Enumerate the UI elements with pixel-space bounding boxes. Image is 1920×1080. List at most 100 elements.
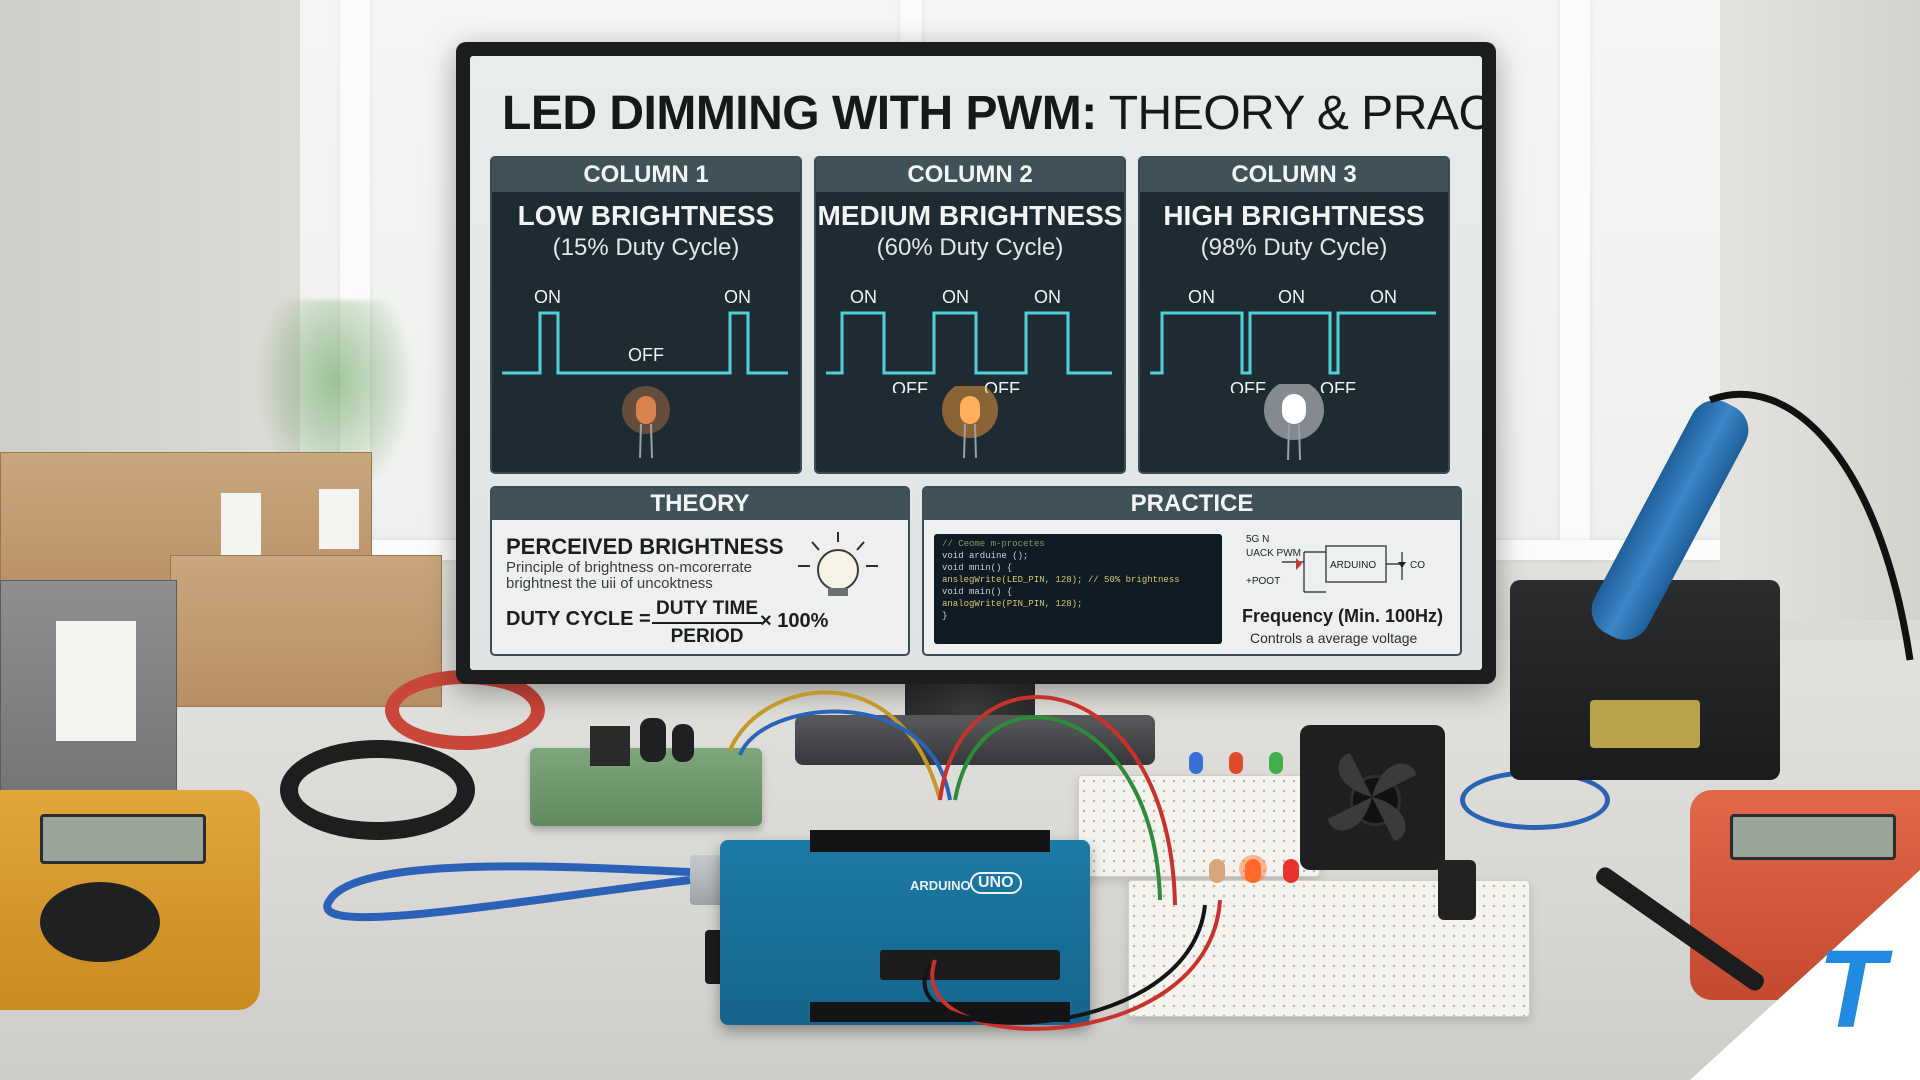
board-component <box>590 726 630 766</box>
theory-description: Principle of brightness on-mcorerrate br… <box>506 560 786 592</box>
on-label: ON <box>1034 287 1061 307</box>
potentiometer <box>1438 860 1476 920</box>
column-title: HIGH BRIGHTNESS <box>1163 200 1425 231</box>
multimeter-display <box>40 814 206 864</box>
slide-title: LED DIMMING WITH PWM: THEORY & PRACTICE <box>502 86 1482 146</box>
monitor: LED DIMMING WITH PWM: THEORY & PRACTICE … <box>456 42 1496 684</box>
breadboard-top <box>1078 775 1320 877</box>
column-header: COLUMN 2 <box>816 158 1124 192</box>
slide-title-bold: LED DIMMING WITH PWM: <box>502 87 1097 140</box>
box-label <box>221 493 261 563</box>
led-dim <box>1209 859 1225 883</box>
usb-cable <box>323 862 691 922</box>
column-duty-cycle: (98% Duty Cycle) <box>1200 234 1388 261</box>
wire-yellow <box>728 690 942 801</box>
wire-power-black <box>922 904 1207 1025</box>
led-bright <box>1283 859 1299 883</box>
wire-red <box>938 695 1177 906</box>
schematic-label: 5G N <box>1246 534 1269 545</box>
column-high: COLUMN 3 HIGH BRIGHTNESS (98% Duty Cycle… <box>1138 156 1450 474</box>
led-low <box>622 386 670 459</box>
column-header: COLUMN 3 <box>1140 158 1448 192</box>
formula-numerator: DUTY TIME <box>652 598 763 624</box>
arduino-logo: ARDUINO <box>910 878 971 893</box>
code-editor: // Ceome m-procetes void arduine (); voi… <box>934 534 1222 644</box>
soldering-sponge <box>1590 700 1700 748</box>
formula-multiplier: × 100% <box>760 610 829 632</box>
wire-blue <box>738 709 952 801</box>
practice-header: PRACTICE <box>924 488 1460 520</box>
multimeter-left <box>0 790 260 1010</box>
pwm-trace <box>1150 311 1436 375</box>
frequency-title: Frequency (Min. 100Hz) <box>1242 606 1444 626</box>
arduino-uno-board: ARDUINO UNO <box>720 830 1090 1025</box>
led-high <box>1264 384 1324 461</box>
led-medium <box>942 386 998 459</box>
header-pins-bottom <box>810 1002 1070 1022</box>
frequency-subtitle: Controls a average voltage <box>1250 630 1418 646</box>
off-label: OFF <box>892 379 928 393</box>
window-mullion <box>1560 0 1590 560</box>
arduino-model: UNO <box>970 872 1022 894</box>
perceived-brightness-title: PERCEIVED BRIGHTNESS <box>506 534 784 559</box>
brand-badge: T <box>1690 870 1920 1080</box>
wall-right <box>1720 0 1920 620</box>
code-line: } <box>942 611 948 621</box>
formula-denominator: PERIOD <box>670 626 744 647</box>
pwm-trace <box>826 311 1112 375</box>
off-label: OFF <box>1320 379 1356 393</box>
code-line: // Ceome m-procetes <box>942 539 1045 549</box>
board-capacitor <box>672 724 694 762</box>
blue-led <box>1189 752 1203 774</box>
green-led <box>1269 752 1283 774</box>
code-line: analogWrite(PIN_PIN, 128); <box>942 599 1083 609</box>
on-label: ON <box>1278 287 1305 307</box>
header-pins-top <box>810 830 1050 852</box>
on-label: ON <box>1370 287 1397 307</box>
board-capacitor <box>640 718 666 762</box>
code-line: void mnin() { <box>942 563 1013 573</box>
on-label: ON <box>850 287 877 307</box>
wire-power-red <box>930 899 1222 1031</box>
microcontroller-chip <box>880 950 1060 980</box>
practice-panel: PRACTICE // Ceome m-procetes void arduin… <box>922 486 1462 656</box>
multimeter-dial <box>40 882 160 962</box>
on-label: ON <box>1188 287 1215 307</box>
wire-green <box>953 715 1162 901</box>
code-line: anslegWrite(LED_PIN, 128); // 50% bright… <box>942 575 1180 585</box>
brand-corner <box>1690 870 1920 1080</box>
theory-description-line: Principle of brightness on-mcorerrate <box>506 559 752 576</box>
component-box <box>0 580 177 822</box>
box-label <box>56 621 136 741</box>
brand-logo: T <box>1817 928 1885 1051</box>
pwm-trace <box>502 311 788 375</box>
led-medium <box>1245 859 1261 883</box>
breadboard-leds-bottom <box>1209 855 1299 883</box>
light-bulb-icon <box>798 532 878 596</box>
theory-panel: THEORY PERCEIVED BRIGHTNESS Principle of… <box>490 486 910 656</box>
column-duty-cycle: (15% Duty Cycle) <box>552 234 740 261</box>
column-low: COLUMN 1 LOW BRIGHTNESS (15% Duty Cycle)… <box>490 156 802 474</box>
on-label: ON <box>724 287 751 307</box>
cooling-fan <box>1300 725 1445 870</box>
theory-header: THEORY <box>492 488 908 520</box>
column-duty-cycle: (60% Duty Cycle) <box>876 234 1064 261</box>
red-led <box>1229 752 1243 774</box>
column-title: LOW BRIGHTNESS <box>517 200 775 231</box>
schematic-chip-label: ARDUINO <box>1330 560 1376 571</box>
off-label: OFF <box>628 345 664 365</box>
multimeter-display <box>1730 814 1896 860</box>
schematic-label: CO <box>1410 560 1425 571</box>
formula-fraction: DUTY TIME PERIOD <box>652 598 763 648</box>
pwm-waveform-medium: ON ON ON OFF OFF <box>826 287 1112 393</box>
code-line: void main() { <box>942 587 1013 597</box>
column-medium: COLUMN 2 MEDIUM BRIGHTNESS (60% Duty Cyc… <box>814 156 1126 474</box>
slide-title-rest: THEORY & PRACTICE <box>1108 87 1482 140</box>
monitor-screen: LED DIMMING WITH PWM: THEORY & PRACTICE … <box>470 56 1482 670</box>
schematic-label: +POOT <box>1246 576 1280 587</box>
soldering-iron-cable <box>1708 390 1914 661</box>
pwm-waveform-low: ON ON OFF <box>502 287 788 375</box>
column-header: COLUMN 1 <box>492 158 800 192</box>
off-label: OFF <box>1230 379 1266 393</box>
